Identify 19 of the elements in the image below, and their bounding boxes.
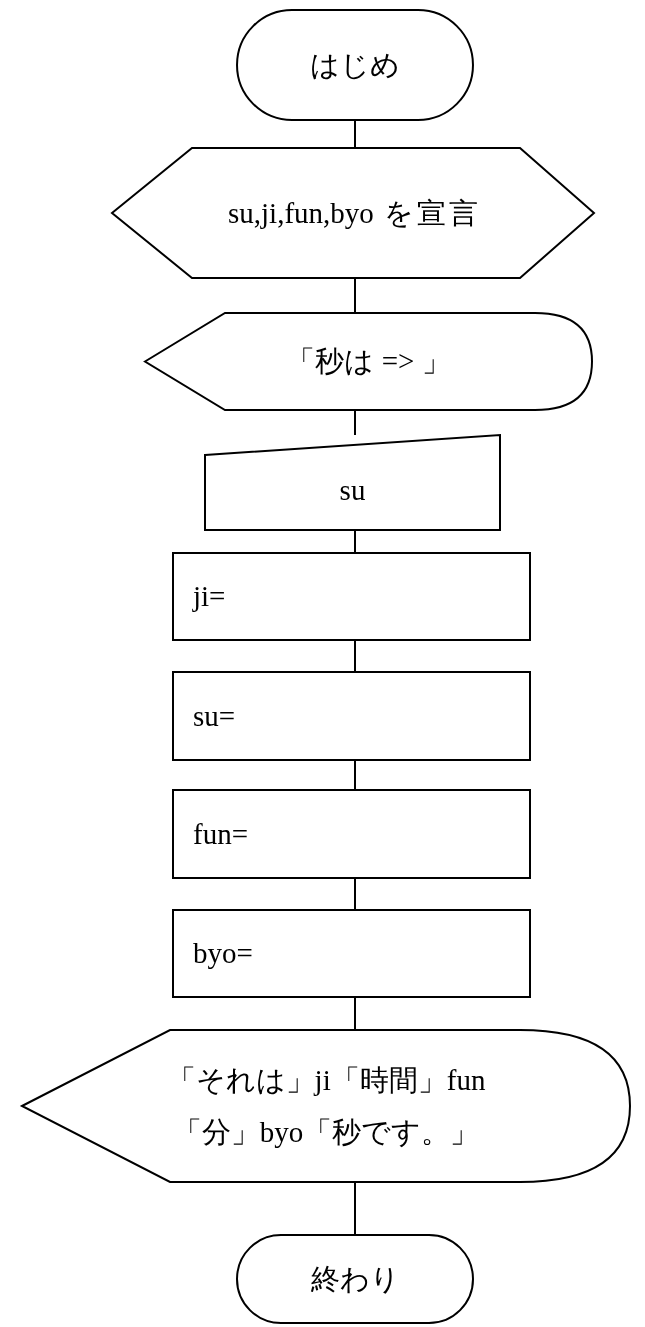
node-label: su,ji,fun,byo を宣言 — [228, 195, 478, 231]
connector-line — [354, 759, 356, 791]
node-label: su — [339, 472, 366, 508]
connector-line — [354, 996, 356, 1031]
connector-line — [354, 529, 356, 554]
node-label: 「それは」ji「時間」fun「分」byo「秒です。」 — [165, 1062, 487, 1150]
node-label: ji= — [193, 579, 226, 615]
node-label: 終わり — [310, 1261, 400, 1297]
node-label: はじめ — [310, 47, 400, 83]
node-label: 「秒は => 」 — [286, 344, 451, 380]
connector-line — [354, 119, 356, 149]
node-label: fun= — [193, 816, 248, 852]
connector-line — [354, 877, 356, 911]
connector-line — [354, 639, 356, 673]
node-label: byo= — [193, 936, 253, 972]
connector-line — [354, 1181, 356, 1236]
connector-line — [354, 409, 356, 436]
node-label: su= — [193, 698, 236, 734]
connector-line — [354, 277, 356, 314]
